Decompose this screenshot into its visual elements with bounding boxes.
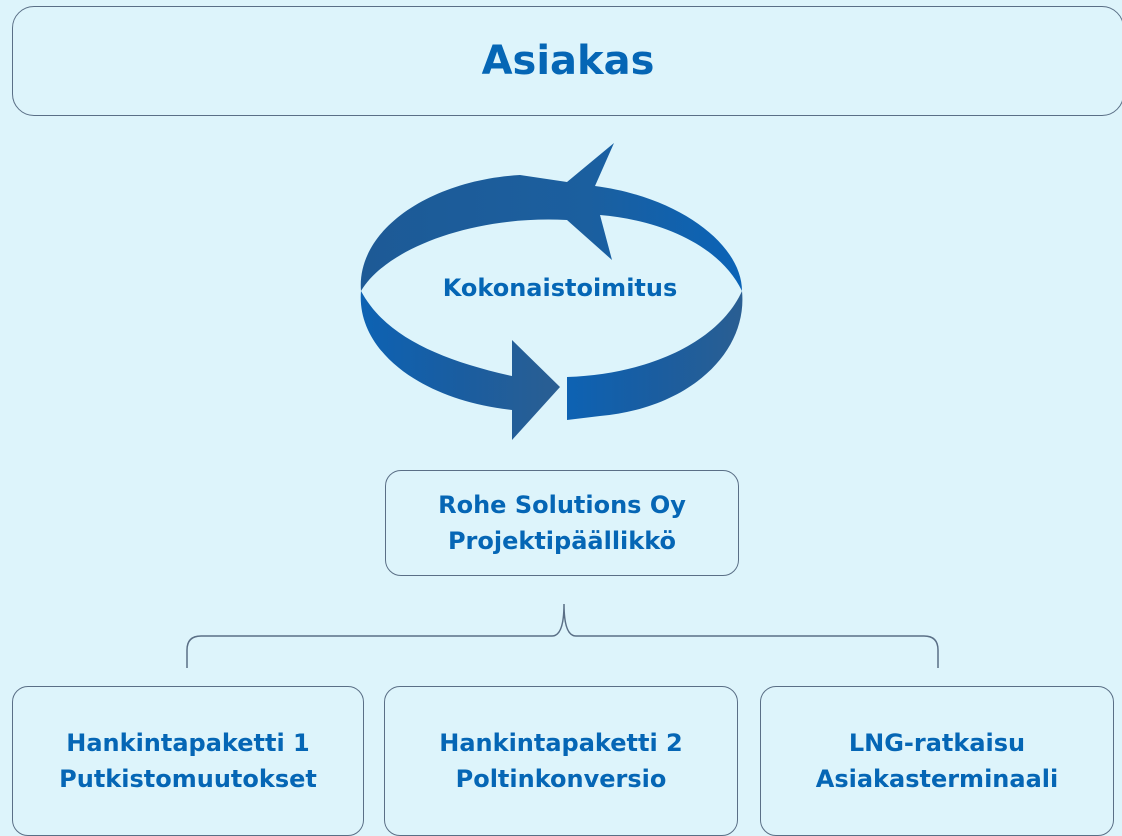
package-2-name: Hankintapaketti 2 [439, 729, 683, 757]
customer-label: Asiakas [481, 38, 655, 84]
project-manager-title: Projektipäällikkö [447, 527, 677, 555]
package-3-desc: Asiakasterminaali [815, 765, 1059, 793]
cycle-label: Kokonaistoimitus [442, 274, 678, 302]
package-2-desc: Poltinkonversio [455, 765, 667, 793]
package-3-name: LNG-ratkaisu [848, 729, 1026, 757]
package-1-desc: Putkistomuutokset [59, 765, 317, 793]
package-box-2: Hankintapaketti 2 Poltinkonversio [384, 686, 738, 836]
package-1-name: Hankintapaketti 1 [66, 729, 310, 757]
package-box-3: LNG-ratkaisu Asiakasterminaali [760, 686, 1114, 836]
project-manager-box: Rohe Solutions Oy Projektipäällikkö [385, 470, 739, 576]
package-box-1: Hankintapaketti 1 Putkistomuutokset [12, 686, 364, 836]
cycle-arrow-upper [360, 143, 742, 291]
cycle-arrow-lower-tail [360, 291, 560, 440]
cycle-arrow-lower [567, 291, 743, 420]
customer-box: Asiakas [12, 6, 1122, 116]
project-manager-company: Rohe Solutions Oy [438, 491, 686, 519]
